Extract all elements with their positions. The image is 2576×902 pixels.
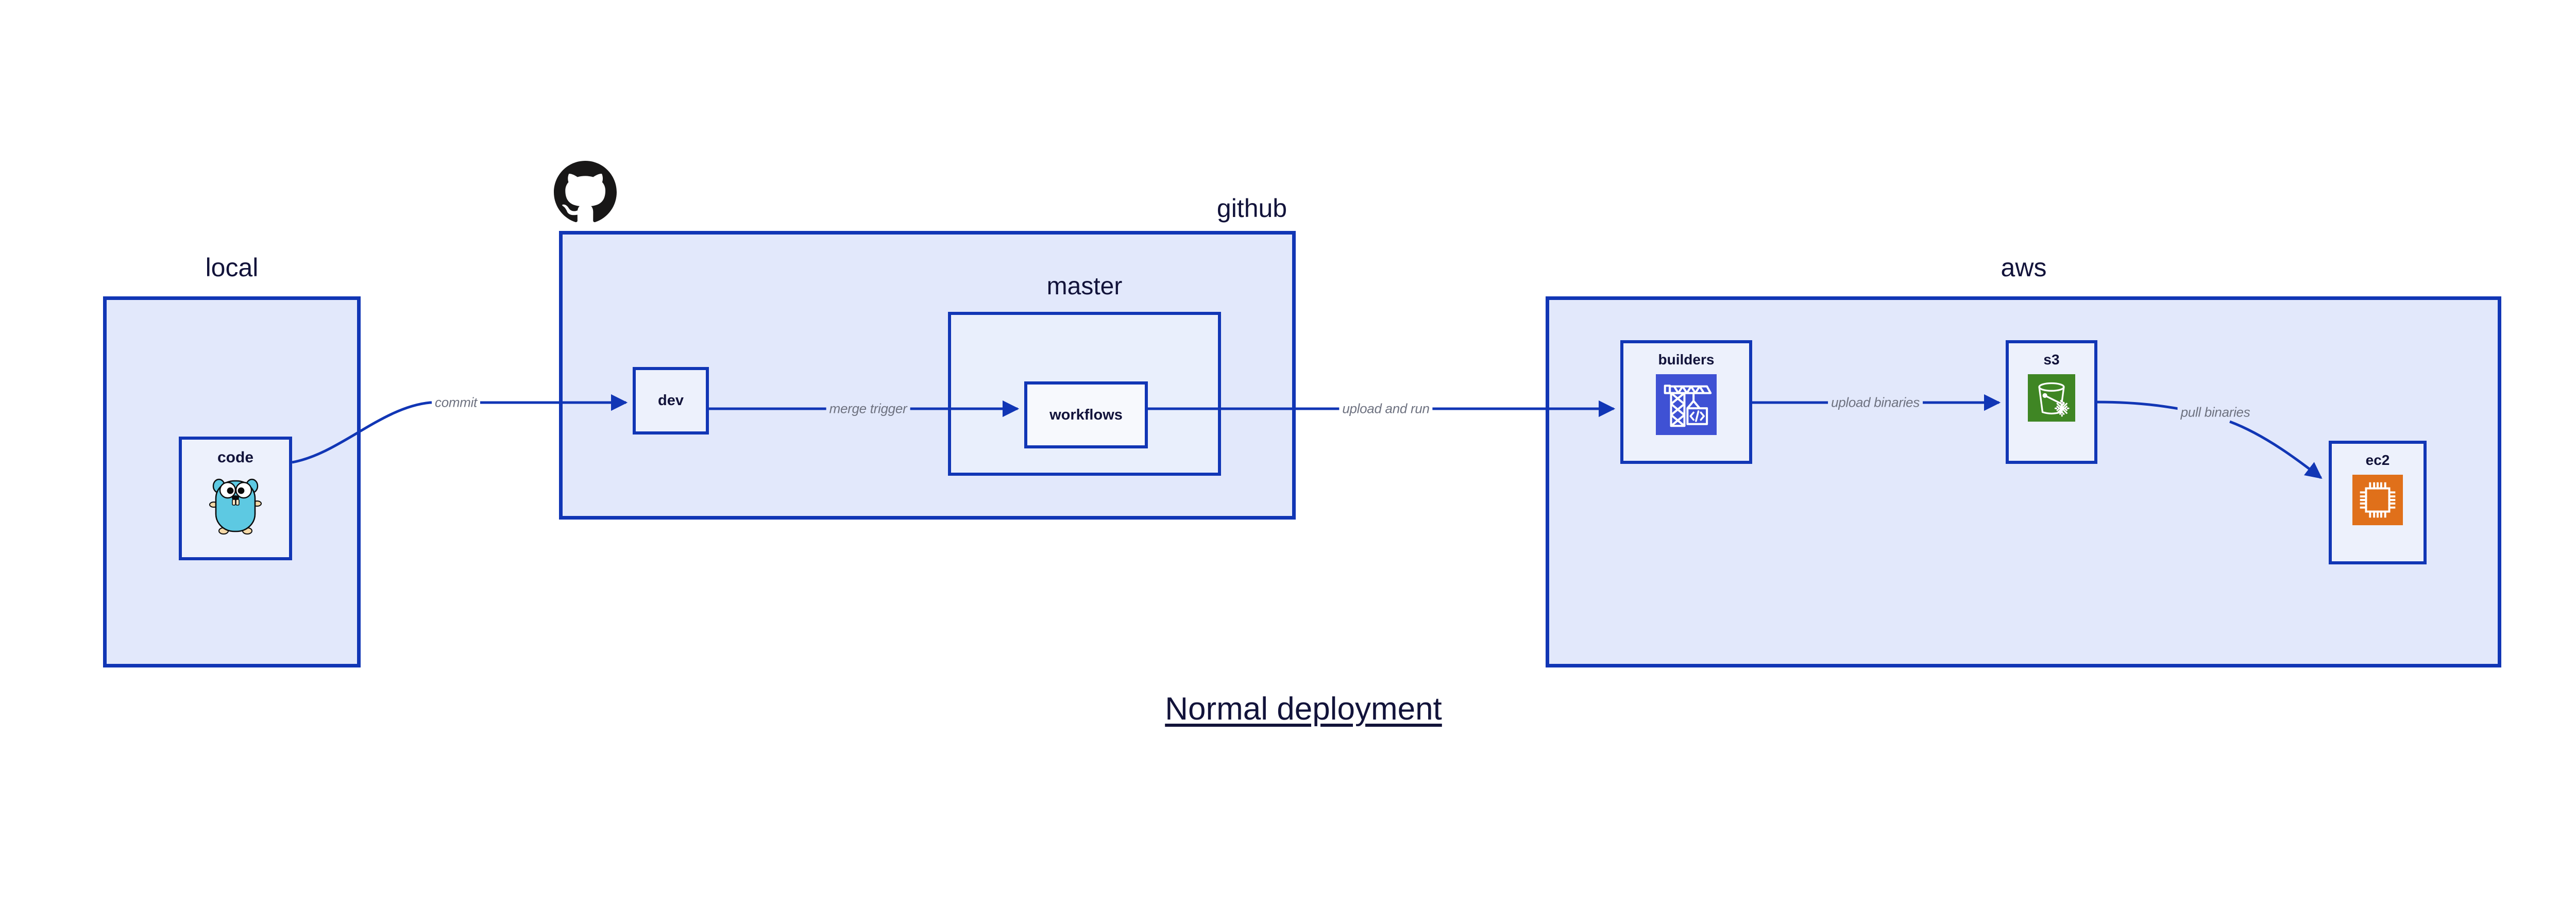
node-code-label: code	[217, 449, 254, 466]
cpu-chip-icon	[2352, 475, 2403, 525]
group-github-label: github	[1216, 194, 1287, 223]
node-ec2-label: ec2	[2365, 452, 2390, 468]
node-workflows-label: workflows	[1049, 406, 1123, 423]
group-aws-label: aws	[2001, 253, 2047, 282]
node-ec2[interactable]: ec2	[2329, 441, 2427, 564]
edge-label-merge-trigger: merge trigger	[826, 400, 910, 417]
edge-label-upload-and-run: upload and run	[1339, 400, 1433, 417]
node-s3-label: s3	[2043, 352, 2060, 368]
node-workflows[interactable]: workflows	[1024, 381, 1148, 448]
group-master-label: master	[1046, 273, 1123, 300]
go-gopher-icon	[208, 474, 263, 536]
bucket-snowflake-icon	[2028, 374, 2075, 422]
node-builders[interactable]: builders	[1620, 340, 1752, 464]
node-dev-label: dev	[658, 392, 684, 409]
node-builders-label: builders	[1658, 352, 1715, 368]
crane-code-icon	[1656, 374, 1717, 435]
node-code[interactable]: code	[179, 437, 292, 560]
node-s3[interactable]: s3	[2006, 340, 2097, 464]
github-octocat-icon	[554, 161, 617, 224]
diagram-title: Normal deployment	[1165, 691, 1442, 727]
edge-label-upload-binaries: upload binaries	[1828, 394, 1923, 411]
edge-label-pull-binaries: pull binaries	[2177, 404, 2253, 421]
edge-label-commit: commit	[432, 394, 480, 411]
node-dev[interactable]: dev	[633, 367, 709, 435]
group-local-label: local	[205, 253, 259, 282]
